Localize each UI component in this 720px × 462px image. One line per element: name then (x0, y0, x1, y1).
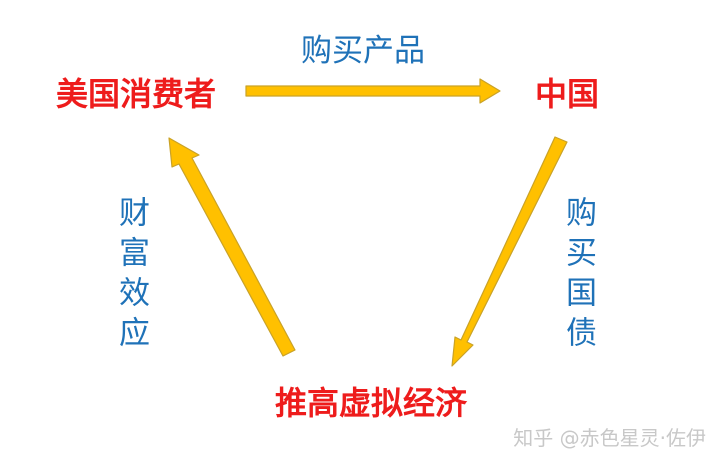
node-us-consumers: 美国消费者 (56, 75, 217, 113)
node-virtual-economy: 推高虚拟经济 (275, 384, 468, 422)
arrow-china-to-economy (451, 136, 568, 367)
node-china: 中国 (535, 75, 600, 113)
label-buy-treasuries: 购买国债 (560, 196, 596, 356)
label-buy-products: 购买产品 (301, 33, 425, 69)
watermark: 知乎 @赤色星灵·佐伊 (513, 426, 706, 450)
arrow-economy-to-us (168, 137, 296, 357)
label-wealth-effect: 财富效应 (113, 196, 149, 356)
arrow-us-to-china (245, 78, 501, 104)
